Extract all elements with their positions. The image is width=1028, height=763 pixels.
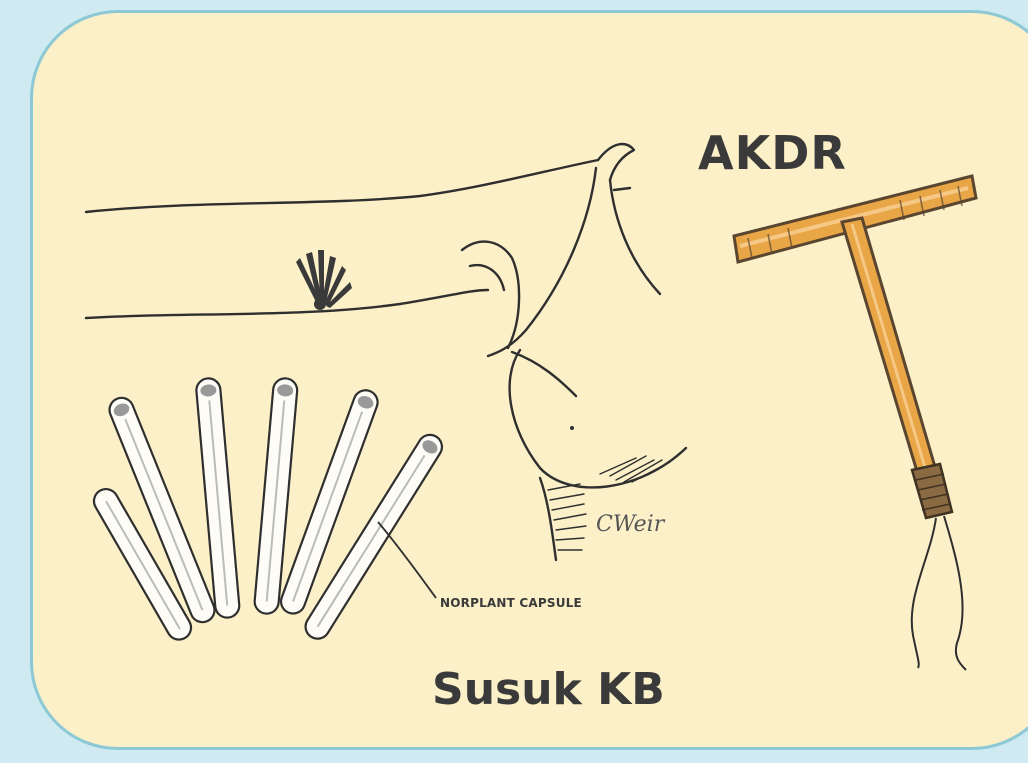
torso-line	[610, 180, 660, 294]
iud-title: AKDR	[698, 126, 847, 180]
implant-title: Susuk KB	[432, 664, 665, 715]
iud-base-coil	[912, 464, 952, 518]
iud-string-1	[912, 518, 936, 668]
chest-inner	[512, 352, 576, 396]
arm-lower-outline	[86, 290, 488, 318]
artist-signature: CWeir	[596, 512, 664, 537]
shoulder-tick	[614, 188, 630, 190]
arm-inner-fold	[488, 168, 596, 356]
armpit-detail	[470, 265, 504, 290]
arm-upper-outline	[86, 160, 598, 212]
armpit-curve	[462, 242, 519, 348]
norplant-capsules	[90, 377, 447, 644]
caption-pointer	[378, 522, 436, 598]
shoulder-line	[598, 144, 634, 180]
nipple-dot	[570, 426, 574, 430]
norplant-caption: NORPLANT CAPSULE	[440, 596, 582, 610]
iud-illustration	[734, 176, 976, 670]
iud-string-2	[944, 516, 966, 670]
implant-fan-on-arm	[296, 250, 352, 310]
